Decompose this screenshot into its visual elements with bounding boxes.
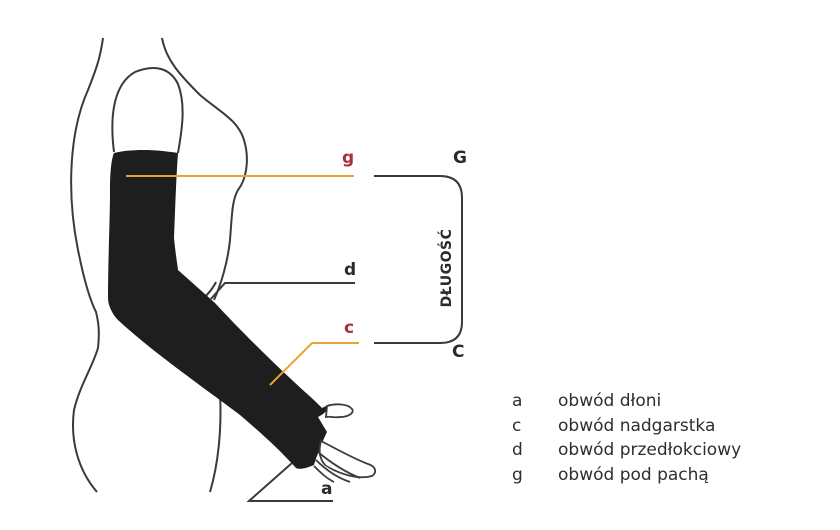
legend-text: obwód nadgarstka bbox=[558, 415, 716, 436]
measure-line-c bbox=[269, 342, 359, 386]
length-label: DŁUGOŚĆ bbox=[439, 228, 455, 308]
bracket-top-label: G bbox=[453, 148, 467, 168]
body-outline bbox=[70, 37, 248, 493]
hand-outline bbox=[313, 403, 377, 483]
legend-text: obwód pod pachą bbox=[558, 464, 709, 485]
legend-key: g bbox=[512, 464, 523, 485]
bracket-bottom-label: C bbox=[452, 342, 465, 362]
legend-text: obwód przedłokciowy bbox=[558, 440, 742, 461]
marker-g: g bbox=[342, 148, 355, 168]
measure-line-a bbox=[246, 462, 333, 502]
legend-item: c obwód nadgarstka bbox=[512, 414, 741, 439]
length-bracket bbox=[374, 175, 463, 344]
compression-sleeve bbox=[108, 149, 330, 469]
legend-text: obwód dłoni bbox=[558, 391, 662, 412]
legend-item: g obwód pod pachą bbox=[512, 463, 741, 488]
marker-c: c bbox=[344, 318, 355, 338]
marker-a: a bbox=[321, 479, 333, 499]
length-label-container: DŁUGOŚĆ bbox=[437, 208, 457, 328]
legend-item: a obwód dłoni bbox=[512, 389, 741, 414]
legend: a obwód dłoni c obwód nadgarstka d obwód… bbox=[512, 389, 741, 487]
legend-item: d obwód przedłokciowy bbox=[512, 438, 741, 463]
marker-d: d bbox=[344, 260, 357, 280]
legend-key: d bbox=[512, 440, 523, 461]
measure-line-d bbox=[209, 282, 355, 301]
legend-key: a bbox=[512, 391, 523, 412]
legend-key: c bbox=[512, 415, 522, 436]
